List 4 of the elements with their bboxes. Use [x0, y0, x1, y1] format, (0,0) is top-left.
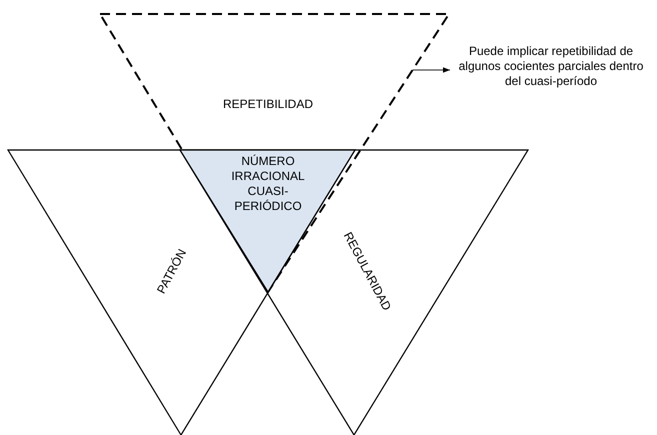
triangle-label: REPETIBILIDAD	[222, 97, 314, 112]
triangle-label: NÚMERO IRRACIONAL CUASI-PERIÓDICO	[230, 154, 306, 214]
note-text: Puede implicar repetibilidad de algunos cocientes parciales dentro del cuasi-período	[458, 44, 644, 89]
arrow	[412, 67, 450, 73]
